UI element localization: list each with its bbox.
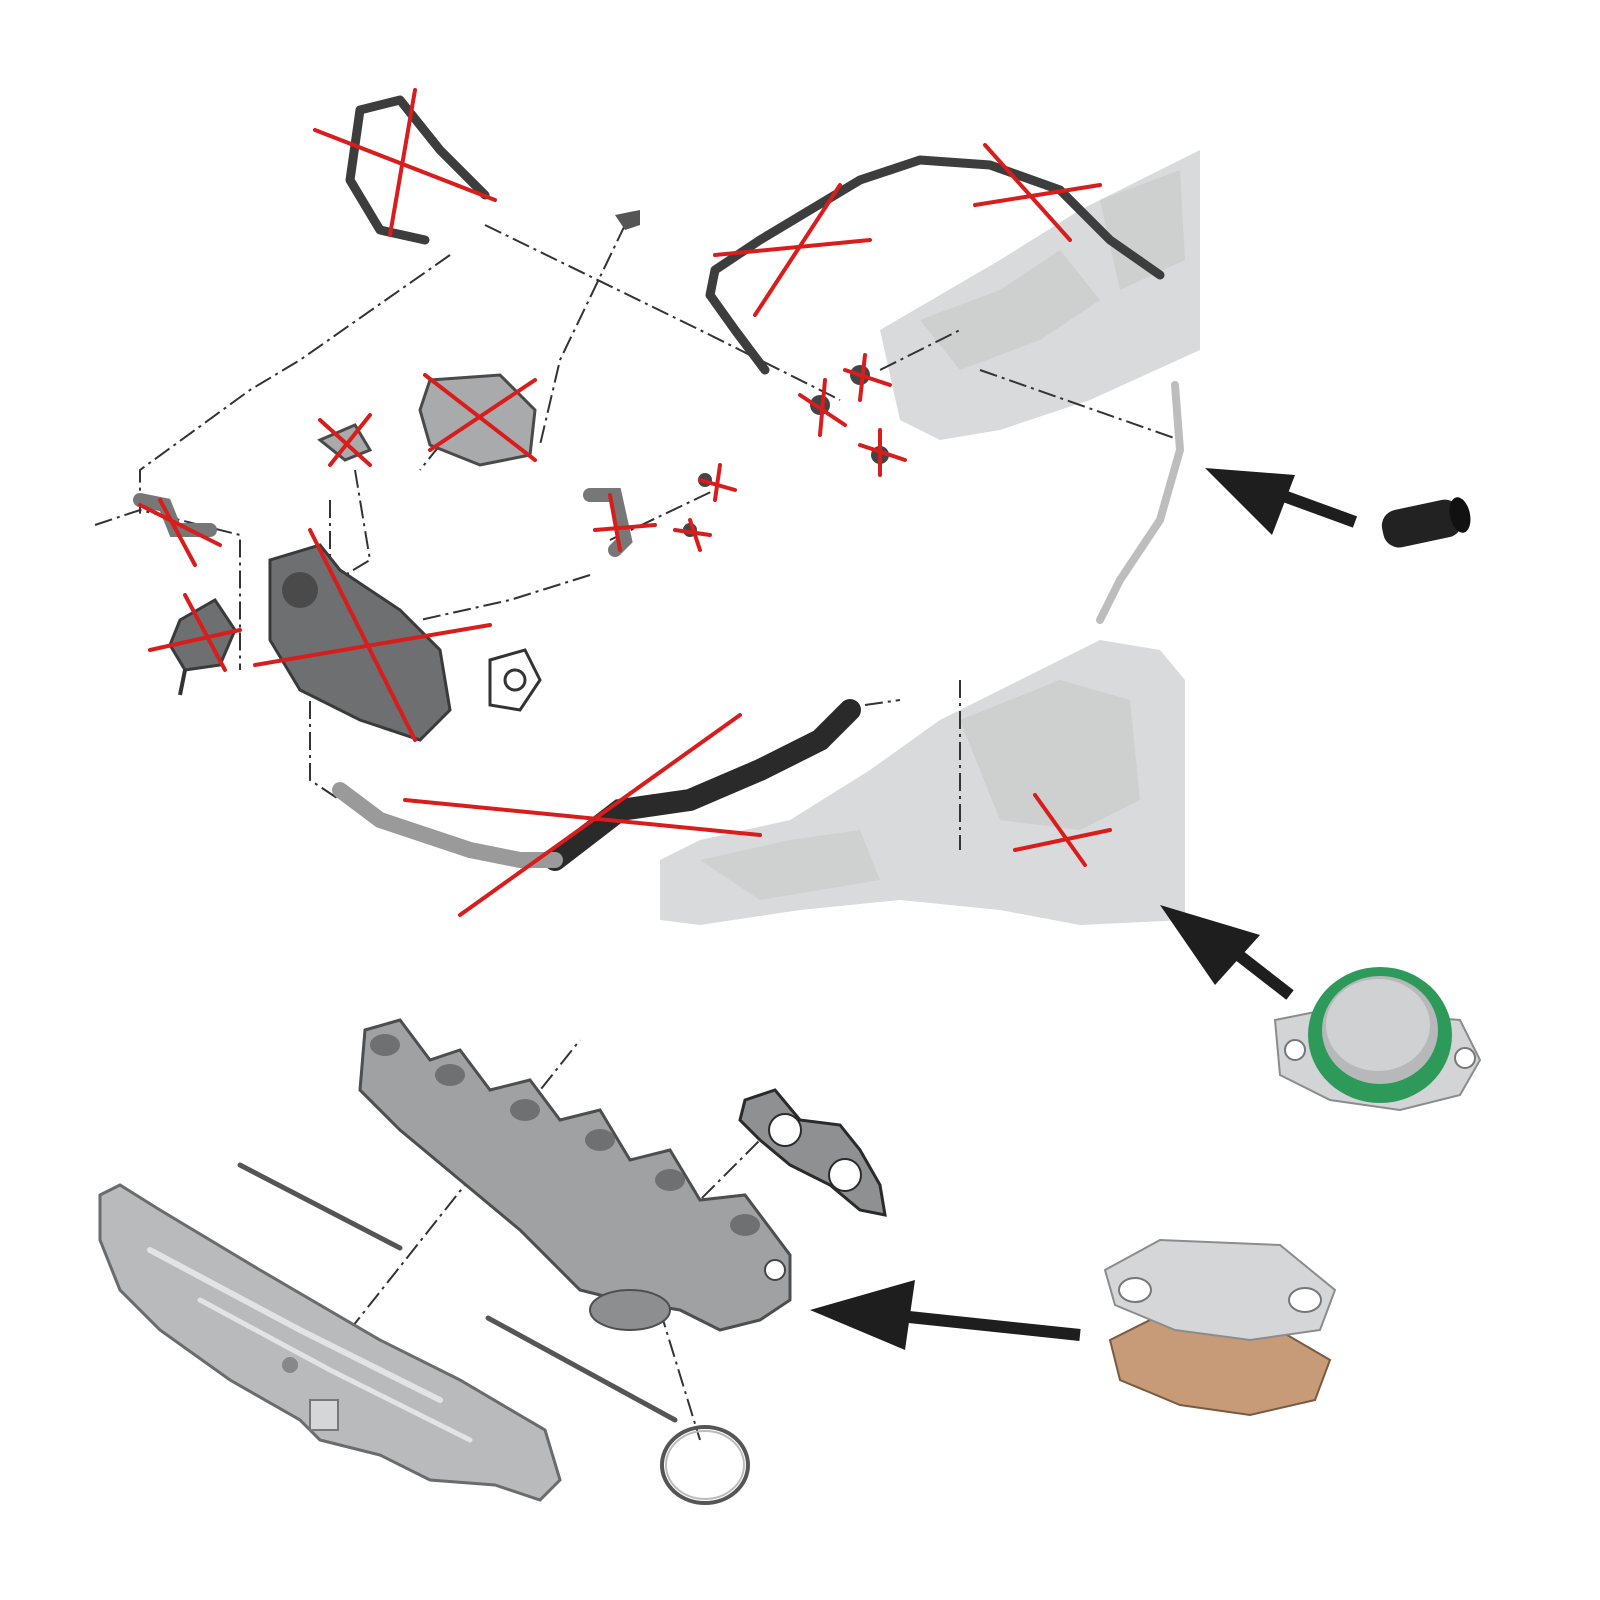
- cross-marks: [138, 88, 1112, 917]
- arrow-to-gasket-plate: [810, 1280, 1081, 1350]
- arrow-to-round-plate: [1160, 905, 1294, 1000]
- vacuum-connectors: [615, 210, 889, 537]
- engine-head-silhouette: [880, 150, 1200, 440]
- engine-lower-silhouette: [660, 640, 1185, 925]
- exhaust-o-ring: [660, 1425, 750, 1505]
- dipstick-tube: [1096, 381, 1185, 624]
- cross-mark-pipe-elbow-left: [138, 498, 222, 567]
- egr-cooler-bypass: [268, 543, 452, 742]
- cross-mark-intake-port: [1013, 793, 1112, 867]
- manifold-stud-lower: [485, 1315, 678, 1423]
- cross-mark-connector-1: [698, 463, 737, 502]
- vacuum-hose-top-right: [705, 155, 1165, 375]
- cross-mark-egr-pipe: [403, 713, 762, 917]
- manifold-gasket: [738, 1088, 887, 1217]
- egr-blanking-plate-with-gasket: [1103, 1238, 1337, 1417]
- cross-mark-hose-top-right-2: [973, 143, 1102, 242]
- cross-mark-pipe-elbow-mid: [593, 493, 657, 552]
- cross-mark-connector-3: [798, 378, 847, 437]
- cross-mark-connector-2: [673, 518, 712, 552]
- cross-mark-hose-top-left: [313, 88, 497, 237]
- egr-flange-gasket: [488, 648, 542, 712]
- arrow-to-plug: [1205, 468, 1358, 535]
- cross-mark-cooler: [253, 528, 492, 742]
- exhaust-manifold: [358, 1018, 792, 1332]
- rubber-blanking-cap: [1381, 497, 1471, 548]
- cross-mark-connector-4: [843, 353, 892, 402]
- egr-pipe-lower: [332, 782, 563, 868]
- heat-shield: [98, 1183, 562, 1502]
- exhaust-o-ring-inner: [665, 1430, 745, 1500]
- cross-mark-actuator: [423, 373, 537, 462]
- cross-mark-bracket: [318, 413, 372, 467]
- pressure-sensor: [168, 598, 237, 696]
- vacuum-hose-top-left: [345, 95, 490, 245]
- manifold-stud-upper: [237, 1162, 403, 1251]
- cross-mark-connector-5: [858, 428, 907, 477]
- egr-blanking-plate-with-seal: [1273, 967, 1482, 1112]
- cross-mark-sensor: [148, 593, 242, 672]
- cross-mark-hose-top-right-1: [713, 183, 872, 317]
